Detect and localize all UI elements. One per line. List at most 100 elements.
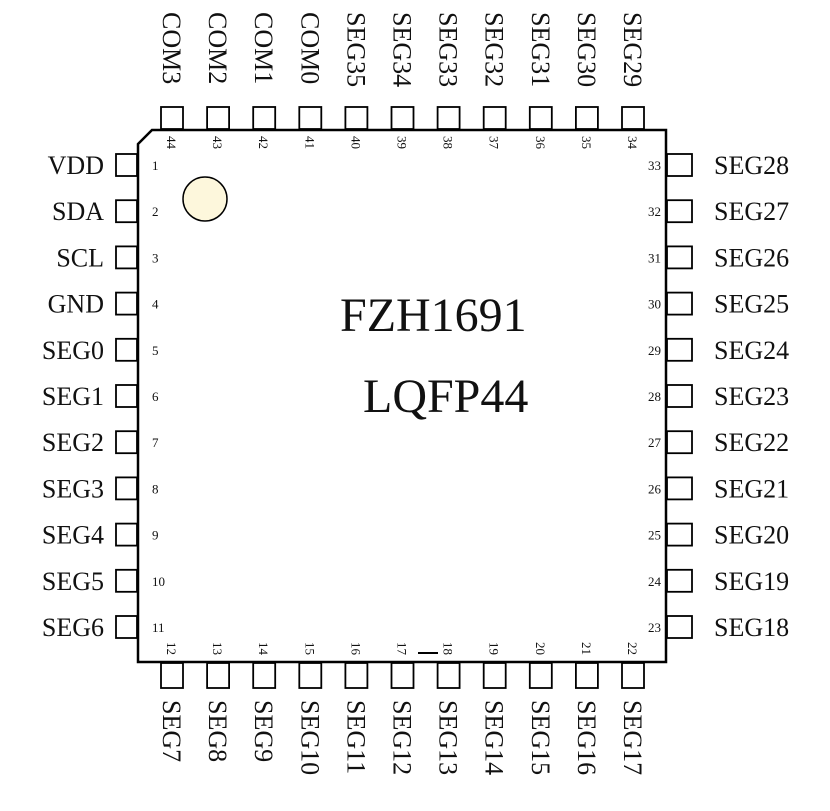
pin-number: 41 (302, 136, 317, 149)
pin-pad (160, 106, 184, 130)
pin-pad (115, 384, 138, 408)
pin-pad (436, 662, 461, 689)
pin-pad (115, 199, 138, 224)
pin-label: SEG26 (714, 243, 789, 272)
pin-pad (436, 106, 461, 130)
pin-number: 38 (441, 136, 456, 149)
pin-number: 21 (579, 642, 594, 655)
pin-label: SEG23 (714, 382, 789, 411)
pin-pad (666, 476, 693, 501)
pin-label: SEG17 (618, 700, 647, 775)
pin-number: 31 (648, 250, 661, 265)
pin-label: SEG14 (480, 700, 509, 775)
chip-package: LQFP44 (363, 370, 529, 423)
pin-label: SEG1 (42, 382, 104, 411)
pin-label: SEG22 (714, 428, 789, 457)
pin-number: 44 (164, 136, 179, 150)
pin-pad (115, 615, 138, 639)
pin-pad (666, 153, 693, 177)
pin-number: 19 (487, 642, 502, 655)
pin-pad (344, 662, 369, 689)
pin-pad (621, 106, 645, 130)
pin-label: SEG31 (526, 12, 555, 87)
pin-label: SEG19 (714, 567, 789, 596)
pin-label: SEG18 (714, 613, 789, 642)
pin-label: SEG10 (295, 700, 324, 775)
pin-pad (575, 662, 599, 689)
pin-label: COM0 (295, 12, 324, 84)
pin-pad (344, 106, 369, 130)
pin-label: SEG30 (572, 12, 601, 87)
pin-label: SEG33 (434, 12, 463, 87)
pin-pad (528, 106, 553, 130)
pin-pad (666, 568, 693, 593)
pin-label: SEG34 (388, 12, 417, 87)
pin-label: SEG28 (714, 151, 789, 180)
pin-pad (666, 245, 693, 270)
pin-label: SEG13 (434, 700, 463, 775)
pin-number: 18 (441, 642, 456, 655)
pin-pad (621, 662, 645, 689)
pin-label: SEG0 (42, 336, 104, 365)
pin-pad (252, 662, 277, 689)
pin-number: 37 (487, 136, 502, 150)
pin-pad (666, 291, 693, 316)
pin-number: 42 (256, 136, 271, 149)
pin-label: SEG9 (249, 700, 278, 762)
pin-number: 25 (648, 528, 661, 543)
pin-pad (390, 106, 415, 130)
pin-label: SEG6 (42, 613, 104, 642)
pin-number: 15 (302, 642, 317, 655)
pin-pad (115, 291, 138, 316)
pin-number: 24 (648, 574, 662, 589)
pin-label: COM2 (203, 12, 232, 84)
pin1-marker (182, 176, 228, 222)
pin-number: 33 (648, 158, 661, 173)
pin-number: 2 (152, 204, 159, 219)
pin-number: 7 (152, 435, 159, 450)
pin-number: 26 (648, 481, 662, 496)
pin-label: GND (48, 290, 104, 319)
pin-pad (528, 662, 553, 689)
pin-label: VDD (48, 151, 104, 180)
pin-label: SEG7 (157, 700, 186, 762)
pin-label: SEG16 (572, 700, 601, 775)
pin-label: SEG21 (714, 474, 789, 503)
pin-pad (115, 337, 138, 362)
pin-label: SDA (52, 197, 104, 226)
pin-pad (206, 106, 231, 130)
pin-number: 36 (533, 136, 548, 150)
pin-number: 14 (256, 642, 271, 656)
pin-number: 4 (152, 297, 159, 312)
pin-number: 43 (210, 136, 225, 149)
pin-number: 40 (348, 136, 363, 149)
pin-number: 16 (348, 642, 363, 656)
pin-pad (115, 430, 138, 455)
pin-pad (482, 106, 507, 130)
pin-number: 27 (648, 435, 662, 450)
pin-pad (115, 153, 138, 177)
pin-number: 20 (533, 642, 548, 655)
pin-label: SEG2 (42, 428, 104, 457)
pin-pad (666, 615, 693, 639)
pin-label: SEG20 (714, 521, 789, 550)
pin-number: 23 (648, 620, 661, 635)
pin-label: SEG8 (203, 700, 232, 762)
pin-pad (115, 476, 138, 501)
pin-label: SEG12 (388, 700, 417, 775)
pin-number: 1 (152, 158, 159, 173)
pin-number: 29 (648, 343, 661, 358)
pin-number: 39 (395, 136, 410, 149)
pin-pad (298, 106, 323, 130)
pin-label: SEG27 (714, 197, 789, 226)
pin-number: 12 (164, 642, 179, 655)
pin-label: SEG4 (42, 521, 104, 550)
pin-number: 13 (210, 642, 225, 655)
pin-number: 30 (648, 297, 661, 312)
pin-number: 3 (152, 250, 159, 265)
pin-pad (160, 662, 184, 689)
pin-label: SCL (56, 243, 104, 272)
pin-pad (666, 337, 693, 362)
